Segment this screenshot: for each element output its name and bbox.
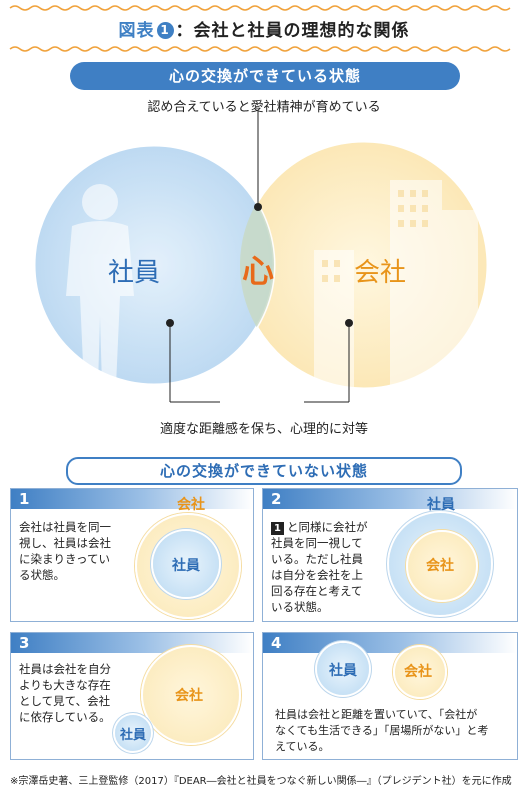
case-1-employee-circle — [153, 531, 219, 597]
text-line: よりも大きな存在 — [19, 678, 111, 692]
text-line: いる状態。 — [271, 600, 329, 614]
case-2-company-circle — [406, 530, 478, 602]
case-1-outer-label: 会社 — [177, 497, 205, 513]
case-3-big-label: 会社 — [175, 688, 203, 704]
case-4-text: 社員は会社と距離を置いていて、「会社が なくても生活できる」「居場所がない」と考… — [275, 707, 511, 755]
figure-colon: ： — [175, 21, 194, 41]
top-caption: 認め合えていると愛社精神が育めている — [147, 100, 381, 115]
employee-label: 社員 — [107, 258, 160, 288]
venn-diagram — [32, 110, 490, 403]
building-silhouette — [314, 180, 478, 390]
case-1-text: 会社は社員を同一 視し、社員は会社 に染まりきってい る状態。 — [19, 519, 131, 583]
case-3-text: 社員は会社を自分 よりも大きな存在 として見て、会社 に依存している。 — [19, 661, 131, 725]
case-4-box: 4 社員 会社 社員は会社と距離を置いていて、「会社が なくても生活できる」「居… — [262, 632, 518, 760]
case-number: 2 — [271, 490, 282, 508]
text-line: えている。 — [275, 740, 330, 753]
text-line: に依存している。 — [19, 710, 111, 724]
case-3-company-circle — [141, 645, 241, 745]
not-ideal-banner: 心の交換ができていない状態 — [66, 457, 462, 485]
top-dot — [254, 203, 262, 211]
case-1-box: 1 会社は社員を同一 視し、社員は会社 に染まりきってい る状態。 会社 社員 — [10, 488, 254, 622]
figure-prefix: 図表 — [118, 21, 155, 41]
case-4-left-label: 社員 — [329, 663, 357, 679]
text-line: 社員を同一視して — [271, 536, 363, 550]
person-silhouette — [66, 184, 134, 386]
text-line: いる。ただし社員 — [271, 552, 363, 566]
text-line: として見て、会社 — [19, 694, 111, 708]
case-number: 1 — [19, 490, 30, 508]
figure-title-text: 会社と社員の理想的な関係 — [193, 21, 410, 41]
figure-number: 1 — [156, 22, 174, 39]
text-line: は自分を会社を上 — [271, 568, 363, 582]
title-decoration — [9, 5, 511, 52]
source-footnote: ※宗澤岳史著、三上登監修（2017）『DEAR―会社と社員をつなぐ新しい関係―』… — [10, 776, 512, 787]
case-4-right-label: 会社 — [404, 664, 432, 680]
text-line: 会社は社員を同一 — [19, 520, 111, 534]
case-3-employee-circle — [115, 715, 151, 751]
case-2-inner-label: 会社 — [426, 558, 454, 574]
text-line: と同様に会社が — [287, 520, 368, 534]
ref-badge: 1 — [271, 522, 284, 535]
ideal-state-banner: 心の交換ができている状態 — [70, 62, 460, 90]
text-line: 社員は会社を自分 — [19, 662, 111, 676]
text-line: 視し、社員は会社 — [19, 536, 111, 550]
case-1-inner-label: 社員 — [172, 558, 200, 574]
text-line: に染まりきってい — [19, 552, 110, 566]
company-label: 会社 — [353, 258, 406, 288]
case-4-company-circle — [393, 645, 447, 699]
case-number: 3 — [19, 634, 30, 652]
left-dot — [166, 319, 174, 327]
case-2-outer-label: 社員 — [427, 497, 455, 513]
case-3-box: 3 社員は会社を自分 よりも大きな存在 として見て、会社 に依存している。 会社… — [10, 632, 254, 760]
text-line: なくても生活できる」「居場所がない」と考 — [275, 724, 489, 737]
bottom-wave-line — [9, 46, 511, 52]
text-line: 回る存在と考えて — [271, 584, 363, 598]
text-line: 社員は会社と距離を置いていて、「会社が — [275, 708, 478, 721]
bottom-caption: 適度な距離感を保ち、心理的に対等 — [159, 422, 368, 437]
top-wave-line — [9, 5, 511, 11]
text-line: る状態。 — [19, 568, 65, 582]
right-dot — [345, 319, 353, 327]
case-number: 4 — [271, 634, 282, 652]
case-3-small-label: 社員 — [119, 728, 146, 743]
case-4-employee-circle — [317, 643, 369, 695]
heart-label: 心 — [241, 252, 274, 290]
